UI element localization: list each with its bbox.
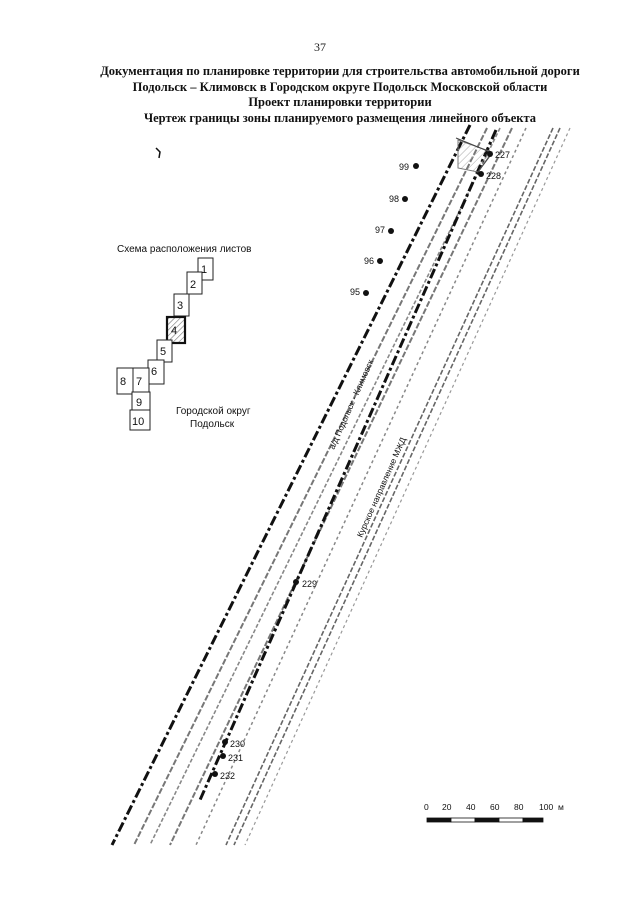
sheet-label-6: 6 xyxy=(151,366,157,378)
scale-segment-4 xyxy=(498,817,524,823)
document-title: Документация по планировке территории дл… xyxy=(60,64,620,126)
point-marker-98 xyxy=(402,196,408,202)
sheet-label-8: 8 xyxy=(120,376,126,388)
scale-bar: 0 20 40 60 80 100 м xyxy=(424,802,564,823)
scale-tick-100: 100 xyxy=(539,802,553,812)
scale-tick-40: 40 xyxy=(466,802,476,812)
point-label-230: 230 xyxy=(230,739,245,749)
scale-segment-2 xyxy=(450,817,476,823)
road-edge-1 xyxy=(133,127,488,846)
road-edge-4 xyxy=(195,127,527,846)
sheet-label-7: 7 xyxy=(136,376,142,388)
point-marker-97 xyxy=(388,228,394,234)
railway-label: Курское направление МЖД xyxy=(355,435,408,538)
road-edge-3 xyxy=(169,127,513,846)
sheet-frame-2 xyxy=(186,271,203,295)
point-label-97: 97 xyxy=(375,225,385,235)
inset-title: Схема расположения листов xyxy=(117,244,251,255)
point-label-95: 95 xyxy=(350,287,360,297)
point-label-232: 232 xyxy=(220,771,235,781)
title-line-2: Подольск – Климовск в Городском округе П… xyxy=(132,79,548,94)
sheet-frame-4 xyxy=(165,315,187,345)
sheet-frame-8 xyxy=(116,367,134,395)
page-number: 37 xyxy=(314,40,326,54)
sheet-layout-inset: Схема расположения листов 1 2 3 4 5 6 7 … xyxy=(116,244,251,431)
road-label: а/д Подольск - Климовск xyxy=(327,358,376,451)
point-marker-231 xyxy=(220,753,226,759)
sheet-label-5: 5 xyxy=(160,346,166,358)
point-label-228: 228 xyxy=(486,171,501,181)
railway-line-1 xyxy=(225,127,554,846)
scale-tick-0: 0 xyxy=(424,802,429,812)
scale-segment-3 xyxy=(474,817,500,823)
point-label-96: 96 xyxy=(364,256,374,266)
connector-line-2 xyxy=(477,155,491,173)
point-label-227: 227 xyxy=(495,150,510,160)
sheet-label-10: 10 xyxy=(132,416,144,428)
title-line-3: Проект планировки территории xyxy=(248,95,432,109)
railway-line-3 xyxy=(244,127,571,846)
point-marker-227 xyxy=(487,151,493,157)
point-label-98: 98 xyxy=(389,194,399,204)
point-marker-95 xyxy=(363,290,369,296)
sheet-label-1: 1 xyxy=(201,264,207,276)
sheet-label-3: 3 xyxy=(177,300,183,312)
sheet-frame-10 xyxy=(129,409,151,431)
road-edge-2 xyxy=(149,127,501,846)
district-label-line-2: Подольск xyxy=(190,419,235,430)
boundary-line-left xyxy=(110,124,472,846)
scale-tick-80: 80 xyxy=(514,802,524,812)
railway-line-2 xyxy=(233,127,561,846)
point-marker-230 xyxy=(222,739,228,745)
scale-tick-20: 20 xyxy=(442,802,452,812)
scale-tick-60: 60 xyxy=(490,802,500,812)
connector-line xyxy=(455,137,491,153)
title-line-4: Чертеж границы зоны планируемого размеще… xyxy=(143,110,537,125)
scale-unit: м xyxy=(558,802,564,812)
point-marker-232 xyxy=(212,771,218,777)
sheet-label-2: 2 xyxy=(190,279,196,291)
north-tick-mark xyxy=(155,147,161,159)
point-marker-99 xyxy=(413,163,419,169)
point-marker-96 xyxy=(377,258,383,264)
point-label-99: 99 xyxy=(399,162,409,172)
boundary-line-right xyxy=(198,129,498,801)
sheet-label-9: 9 xyxy=(136,397,142,409)
boundary-points: 99 98 97 96 95 227 228 229 230 231 232 xyxy=(212,150,510,781)
point-label-231: 231 xyxy=(228,753,243,763)
corridor-lines xyxy=(110,124,571,846)
sheet-label-4: 4 xyxy=(171,325,177,337)
point-marker-229 xyxy=(293,579,299,585)
point-label-229: 229 xyxy=(302,579,317,589)
point-marker-228 xyxy=(478,171,484,177)
hatched-zone xyxy=(457,139,493,173)
scale-segment-1 xyxy=(426,817,452,823)
title-line-1: Документация по планировке территории дл… xyxy=(100,64,580,78)
scale-segment-5 xyxy=(522,817,544,823)
district-label-line-1: Городской округ xyxy=(176,406,251,417)
